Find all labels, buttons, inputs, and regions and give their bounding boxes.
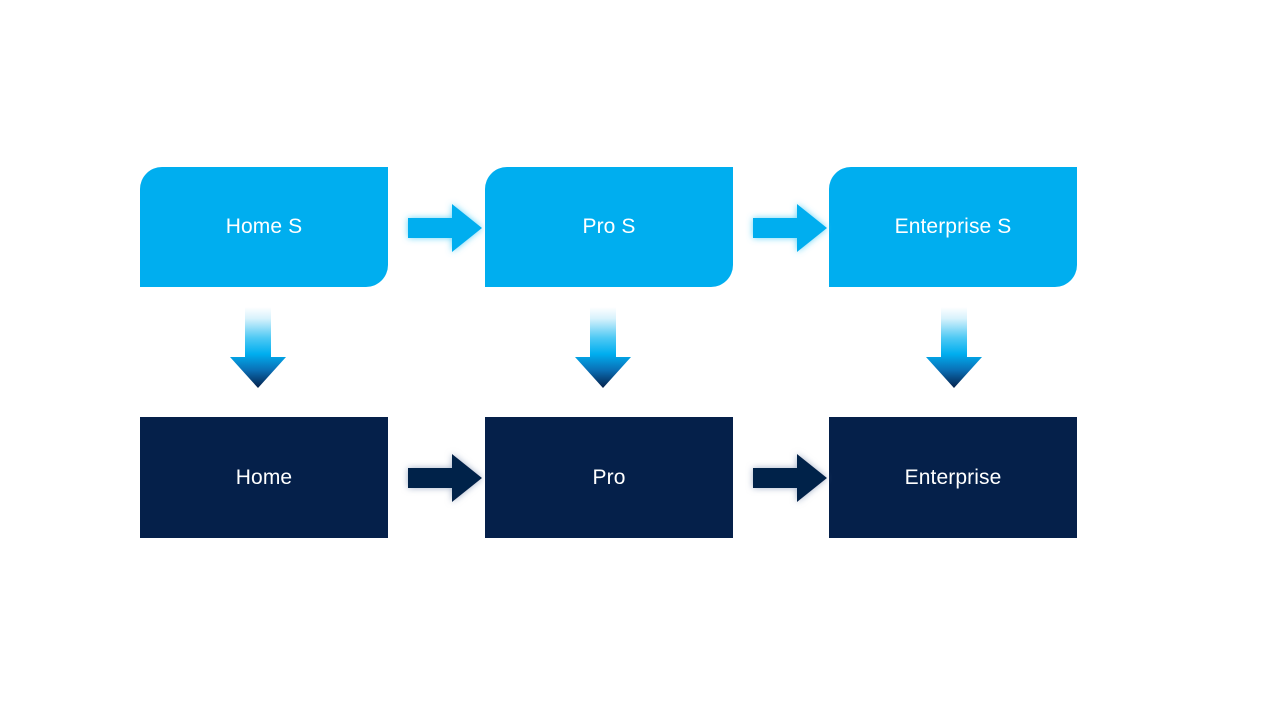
arrow-pro-s-to-pro bbox=[574, 307, 632, 389]
node-enterprise[interactable]: Enterprise bbox=[829, 417, 1077, 538]
node-label: Home S bbox=[225, 215, 303, 239]
node-enterprise-s[interactable]: Enterprise S bbox=[829, 167, 1077, 287]
arrow-home-s-to-pro-s bbox=[408, 202, 482, 254]
node-label: Home bbox=[235, 465, 293, 489]
node-label: Pro S bbox=[582, 215, 636, 239]
node-home-s[interactable]: Home S bbox=[140, 167, 388, 287]
node-pro[interactable]: Pro bbox=[485, 417, 733, 538]
node-label: Enterprise bbox=[904, 465, 1002, 489]
node-pro-s[interactable]: Pro S bbox=[485, 167, 733, 287]
arrow-home-to-pro bbox=[408, 452, 482, 504]
arrow-pro-s-to-enterprise-s bbox=[753, 202, 827, 254]
arrow-home-s-to-home bbox=[229, 307, 287, 389]
node-home[interactable]: Home bbox=[140, 417, 388, 538]
node-label: Enterprise S bbox=[894, 215, 1012, 239]
arrow-enterprise-s-to-enterprise bbox=[925, 307, 983, 389]
arrow-pro-to-enterprise bbox=[753, 452, 827, 504]
node-label: Pro bbox=[592, 465, 626, 489]
